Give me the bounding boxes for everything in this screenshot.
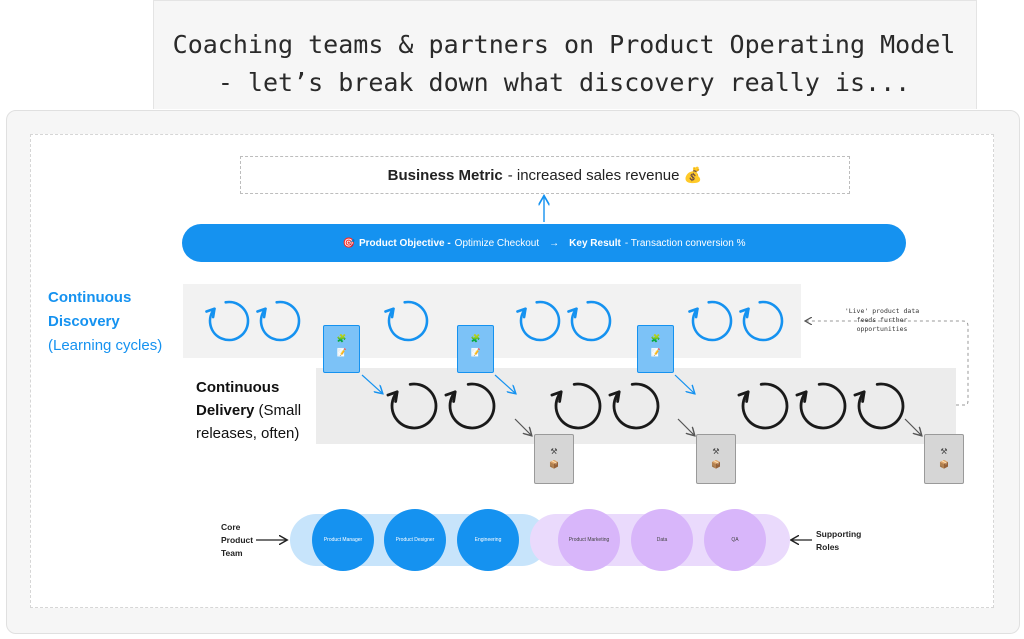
discovery-cycle-icon	[739, 300, 784, 342]
business-metric-label: Business Metric	[387, 166, 503, 184]
discovery-cycle-icon	[256, 300, 301, 342]
note-icon: 📝	[336, 348, 347, 357]
discovery-cycle-icon	[688, 300, 733, 342]
card-arrow-3	[674, 374, 694, 393]
discovery-line-2: Discovery	[48, 313, 120, 330]
supporting-roles-label: Supporting Roles	[816, 528, 861, 554]
delivery-band	[316, 368, 956, 444]
core-label-line-3: Team	[221, 548, 243, 558]
target-icon: 🎯	[342, 237, 355, 249]
package-icon: 📦	[549, 460, 559, 469]
key-result-label: Key Result	[569, 237, 621, 249]
continuous-delivery-label: Continuous Delivery (Small releases, oft…	[196, 376, 316, 445]
objective-value: Optimize Checkout	[454, 237, 540, 249]
role-qa: QA	[704, 509, 766, 571]
hammer-pick-icon: ⚒	[550, 447, 558, 456]
hammer-pick-icon: ⚒	[712, 447, 720, 456]
title-line-1: Coaching teams & partners on Product Ope…	[172, 30, 956, 59]
discovery-line-1: Continuous	[48, 289, 132, 306]
supporting-label-line-1: Supporting	[816, 529, 862, 539]
delivery-line-3: releases, often)	[196, 425, 300, 442]
live-note-line-3: opportunities	[856, 325, 908, 333]
delivery-cycle-icon	[386, 382, 438, 430]
delivery-cycle-icon	[608, 382, 660, 430]
note-icon: 📝	[650, 348, 661, 357]
release-card: ⚒ 📦	[696, 434, 736, 484]
release-arrow-1	[514, 418, 531, 435]
product-objective-bar: 🎯 Product Objective - Optimize Checkout …	[182, 224, 906, 262]
package-icon: 📦	[711, 460, 721, 469]
arrow-right-icon: →	[549, 237, 560, 249]
delivery-line-2-rest: (Small	[258, 402, 302, 419]
title-tab	[153, 0, 977, 109]
puzzle-icon: 🧩	[470, 334, 481, 343]
core-team-label: Core Product Team	[221, 521, 253, 560]
idea-card: 🧩 📝	[457, 325, 494, 373]
delivery-line-2: Delivery	[196, 402, 255, 419]
role-engineering: Engineering	[457, 509, 519, 571]
card-arrow-1	[361, 374, 382, 393]
delivery-cycle-icon	[737, 382, 789, 430]
discovery-cycle-icon	[205, 300, 250, 342]
release-card: ⚒ 📦	[924, 434, 964, 484]
key-result-value: - Transaction conversion %	[624, 237, 746, 249]
discovery-line-3: (Learning cycles)	[48, 337, 163, 354]
role-product-designer: Product Designer	[384, 509, 446, 571]
supporting-label-line-2: Roles	[816, 542, 840, 552]
delivery-cycle-icon	[853, 382, 905, 430]
card-arrow-2	[494, 374, 515, 393]
business-metric-value: - increased sales revenue 💰	[507, 167, 703, 184]
delivery-cycle-icon	[550, 382, 602, 430]
discovery-cycle-icon	[516, 300, 561, 342]
delivery-cycle-icon	[795, 382, 847, 430]
continuous-discovery-label: Continuous Discovery (Learning cycles)	[48, 286, 188, 358]
live-data-note: 'Live' product data feeds further opport…	[842, 307, 922, 334]
title-line-2: - let’s break down what discovery really…	[217, 68, 911, 97]
discovery-cycle-icon	[384, 300, 429, 342]
package-icon: 📦	[939, 460, 949, 469]
role-product-manager: Product Manager	[312, 509, 374, 571]
hammer-pick-icon: ⚒	[940, 447, 948, 456]
live-note-line-2: feeds further	[856, 316, 908, 324]
idea-card: 🧩 📝	[323, 325, 360, 373]
release-arrow-3	[904, 418, 921, 435]
core-label-line-1: Core	[221, 522, 241, 532]
role-data: Data	[631, 509, 693, 571]
note-icon: 📝	[470, 348, 481, 357]
discovery-cycle-icon	[567, 300, 612, 342]
business-metric-box: Business Metric - increased sales revenu…	[240, 156, 850, 194]
core-label-line-2: Product	[221, 535, 254, 545]
objective-label: Product Objective -	[358, 237, 451, 249]
puzzle-icon: 🧩	[336, 334, 347, 343]
live-note-line-1: 'Live' product data	[844, 307, 920, 315]
release-card: ⚒ 📦	[534, 434, 574, 484]
puzzle-icon: 🧩	[650, 334, 661, 343]
delivery-cycle-icon	[444, 382, 496, 430]
role-product-marketing: Product Marketing	[558, 509, 620, 571]
idea-card: 🧩 📝	[637, 325, 674, 373]
release-arrow-2	[677, 418, 694, 435]
delivery-line-1: Continuous	[196, 379, 280, 396]
